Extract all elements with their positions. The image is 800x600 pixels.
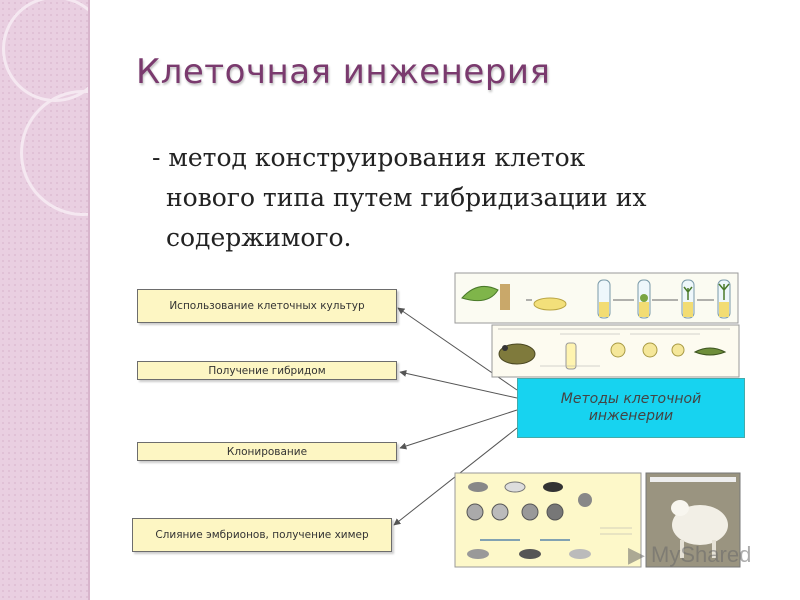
definition-line-1: - метод конструирования клеток — [152, 143, 586, 172]
method-box-hybridoma: Получение гибридом — [137, 361, 397, 380]
arrow-to-cloning — [399, 409, 518, 450]
mouse-chimera-illustration — [454, 472, 642, 568]
center-box-methods: Методы клеточной инженерии — [517, 378, 745, 438]
arrow-to-hybridoma — [399, 369, 518, 399]
definition-text: - метод конструирования клеток нового ти… — [152, 138, 772, 258]
watermark-logo: ▶ MyShared — [628, 542, 752, 567]
definition-line-2: нового типа путем гибридизации их — [166, 183, 647, 212]
frog-cloning-illustration — [491, 324, 740, 378]
definition-line-3: содержимого. — [166, 223, 352, 252]
watermark-text: MyShared — [651, 542, 752, 567]
plant-culture-illustration — [454, 272, 739, 324]
method-box-cloning: Клонирование — [137, 442, 397, 461]
decorative-circle-top — [2, 0, 88, 102]
slide-title: Клеточная инженерия — [136, 52, 551, 92]
decorative-sidebar — [0, 0, 90, 600]
method-box-chimeras: Слияние эмбрионов, получение химер — [132, 518, 392, 552]
method-box-cell-cultures: Использование клеточных культур — [137, 289, 397, 323]
cloned-sheep-photo — [645, 472, 741, 568]
